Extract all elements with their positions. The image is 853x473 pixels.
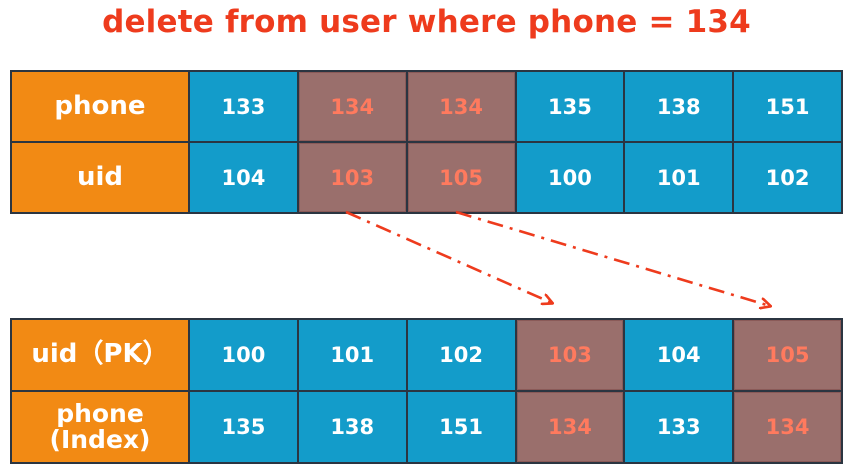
top-phone-cell-highlighted: 134 (298, 72, 406, 141)
primary-key-table: uid（PK） 100 101 102 103 104 105 phone (I… (10, 318, 843, 464)
bottom-phone-cell-highlighted: 134 (516, 392, 624, 462)
top-uid-cell: 104 (190, 143, 297, 212)
arrow-103 (345, 210, 552, 303)
row-header-uid: uid (12, 143, 188, 212)
top-uid-cell: 100 (516, 143, 624, 212)
top-phone-cell: 151 (734, 72, 841, 141)
top-phone-cell: 133 (190, 72, 297, 141)
arrow-105 (455, 210, 770, 306)
row-header-phone-label: phone (56, 398, 144, 428)
bottom-phone-cell: 133 (625, 392, 733, 462)
bottom-phone-cell: 138 (298, 392, 406, 462)
top-uid-cell-highlighted: 103 (298, 143, 406, 212)
top-uid-cell: 101 (625, 143, 733, 212)
top-phone-cell-highlighted: 134 (407, 72, 515, 141)
secondary-index-table: phone 133 134 134 135 138 151 uid 104 10… (10, 70, 843, 214)
sql-statement-title: delete from user where phone = 134 (102, 4, 751, 40)
top-uid-cell: 102 (734, 143, 841, 212)
bottom-phone-cell: 135 (190, 392, 297, 462)
row-header-phone-index: phone (Index) (12, 392, 188, 462)
top-phone-cell: 135 (516, 72, 624, 141)
row-header-phone: phone (12, 72, 188, 141)
bottom-uid-cell: 102 (407, 320, 515, 390)
bottom-phone-cell-highlighted: 134 (734, 392, 841, 462)
bottom-phone-cell: 151 (407, 392, 515, 462)
top-phone-cell: 138 (625, 72, 733, 141)
bottom-uid-cell-highlighted: 103 (516, 320, 624, 390)
bottom-uid-cell: 101 (298, 320, 406, 390)
top-uid-cell-highlighted: 105 (407, 143, 515, 212)
bottom-uid-cell: 100 (190, 320, 297, 390)
row-header-index-label: (Index) (49, 425, 151, 454)
bottom-uid-cell-highlighted: 105 (734, 320, 841, 390)
row-header-uid-pk: uid（PK） (12, 320, 188, 390)
bottom-uid-cell: 104 (625, 320, 733, 390)
